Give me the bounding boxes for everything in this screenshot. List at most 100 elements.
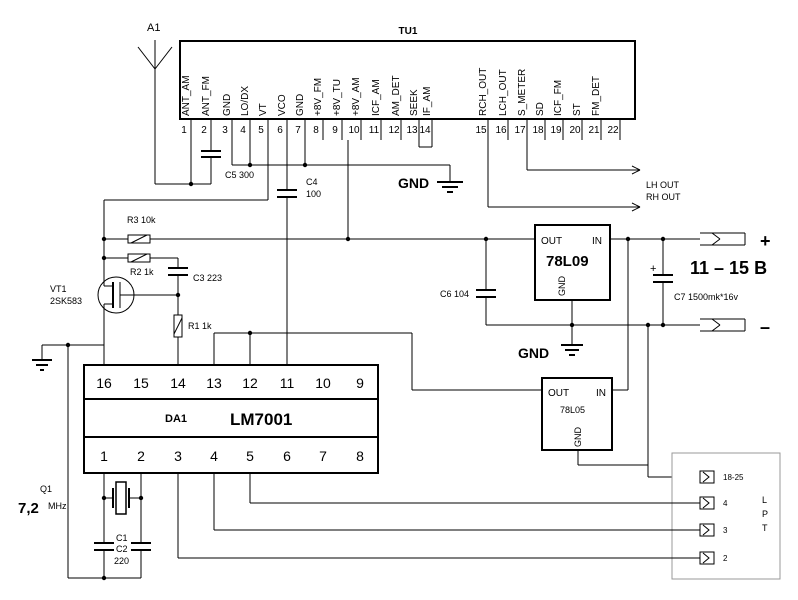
power-input: + C7 1500mk*16v + – 11 – 15 В xyxy=(610,231,771,391)
tuner-pin-2-number: 2 xyxy=(201,125,207,136)
seek-link xyxy=(418,140,433,148)
tuner-pin-5-label: VT xyxy=(258,103,269,116)
lpt-title-t: T xyxy=(762,523,768,533)
tuner-pin-9-label: +8V_TU xyxy=(332,79,343,116)
tuner-pin-19-label: ICF_FM xyxy=(553,80,564,116)
antenna-label: A1 xyxy=(147,22,160,34)
ic-top-pin-15: 15 xyxy=(133,375,149,391)
ic-bottom-pin-5: 5 xyxy=(246,448,254,464)
reg5-out: OUT xyxy=(548,388,569,399)
tuner-pin-7-number: 7 xyxy=(295,125,301,136)
ic-top-pin-11: 11 xyxy=(280,375,295,391)
r1-label: R1 1k xyxy=(188,321,212,331)
tuner-pin-21-number: 21 xyxy=(588,125,600,136)
tuner-pin-5-number: 5 xyxy=(258,125,264,136)
capacitor-c4: C4 100 xyxy=(104,140,321,365)
lpt-pin-0-label: 18-25 xyxy=(723,473,744,482)
reg5-in: IN xyxy=(596,388,606,399)
tuner-pin-17-label: S_METER xyxy=(517,69,528,116)
tuner-pin-14-label: IF_AM xyxy=(422,87,433,116)
reg9-part: 78L09 xyxy=(546,253,589,270)
ic-bottom-pin-2: 2 xyxy=(137,448,145,464)
tuner-pin-13-label: SEEK xyxy=(409,89,420,116)
c4-value: 100 xyxy=(306,189,321,199)
lpt-pin-2-label: 3 xyxy=(723,526,728,535)
lpt-pin-1-contact xyxy=(699,496,715,510)
tuner-module: TU1 1ANT_AM2ANT_FM3GND4LO/DX5VT6VCO7GND8… xyxy=(179,26,636,140)
ic-ref: DA1 xyxy=(165,413,187,425)
tuner-pin-19-number: 19 xyxy=(550,125,562,136)
tuner-pin-6-label: VCO xyxy=(277,94,288,116)
tuner-pin-1-label: ANT_AM xyxy=(181,75,192,116)
tuner-pin-4-label: LO/DX xyxy=(240,86,251,116)
capacitor-c5: C5 300 xyxy=(191,140,254,185)
tuner-pin-12-number: 12 xyxy=(388,125,400,136)
tuner-pin-3-label: GND xyxy=(222,94,233,116)
c4-ref: C4 xyxy=(306,177,318,187)
gnd-left xyxy=(32,342,104,578)
tuner-pin-15-number: 15 xyxy=(475,125,487,136)
c7-polarity: + xyxy=(650,263,656,275)
reg9-gnd: GND xyxy=(557,276,567,297)
tuner-pin-10-number: 10 xyxy=(348,125,360,136)
crystal-q1: Q1 7,2 MHz C1 C2 220 xyxy=(18,473,151,581)
reg5-body xyxy=(541,377,613,451)
lpt-pin-1-label: 4 xyxy=(723,499,728,508)
c1c2-value: 220 xyxy=(114,556,129,566)
tuner-pin-20-label: ST xyxy=(572,103,583,116)
capacitor-c6: C6 104 xyxy=(440,236,663,326)
tuner-pin-15-label: RCH_OUT xyxy=(478,68,489,116)
ic-top-pin-13: 13 xyxy=(206,375,222,391)
tuner-pin-11-number: 11 xyxy=(369,125,380,136)
tuner-body xyxy=(179,40,636,120)
tuner-pin-17-number: 17 xyxy=(514,125,526,136)
tuner-pin-14-number: 14 xyxy=(419,125,431,136)
tuner-pin-18-number: 18 xyxy=(532,125,544,136)
r2-label: R2 1k xyxy=(130,267,154,277)
tuner-pin-1-number: 1 xyxy=(181,125,187,136)
tuner-pin-12-label: AM_DET xyxy=(391,75,402,116)
c7-label: C7 1500mk*16v xyxy=(674,292,739,302)
ic-name: LM7001 xyxy=(230,410,292,429)
ic-top-pin-10: 10 xyxy=(315,375,331,391)
tuner-pin-11-label: ICF_AM xyxy=(371,79,382,116)
tuner-pin-3-number: 3 xyxy=(222,125,228,136)
tuner-pin-2-label: ANT_FM xyxy=(201,76,212,116)
lh-out-label: LH OUT xyxy=(646,180,680,190)
ic-bottom-pin-8: 8 xyxy=(356,448,364,464)
rh-out-label: RH OUT xyxy=(646,192,681,202)
reg5-gnd: GND xyxy=(573,427,583,448)
ic-body xyxy=(83,364,379,474)
reg9-body xyxy=(534,224,611,301)
vt1-ref: VT1 xyxy=(50,284,67,294)
reg9-out: OUT xyxy=(541,236,562,247)
reg-gnd-label: GND xyxy=(518,345,549,361)
tuner-pin-10-label: +8V_AM xyxy=(351,77,362,116)
ic-bottom-pin-1: 1 xyxy=(100,448,108,464)
ic-bottom-pin-3: 3 xyxy=(174,448,182,464)
tuner-pin-4-number: 4 xyxy=(240,125,246,136)
c2-label: C2 xyxy=(116,544,128,554)
tuner-pins: 1ANT_AM2ANT_FM3GND4LO/DX5VT6VCO7GND8+8V_… xyxy=(181,68,621,140)
tuner-pin-21-label: FM_DET xyxy=(591,76,602,116)
c6-label: C6 104 xyxy=(440,289,469,299)
regulator-78l09: OUT IN 78L09 GND GND xyxy=(518,224,611,361)
antenna: A1 xyxy=(137,22,194,187)
reg5-part: 78L05 xyxy=(560,405,585,415)
lpt-title-p: P xyxy=(762,509,768,519)
tuner-pin-16-number: 16 xyxy=(495,125,507,136)
tuner-pin-18-label: SD xyxy=(535,102,546,116)
tuner-pin-7-label: GND xyxy=(295,94,306,116)
lpt-title-l: L xyxy=(762,495,767,505)
tuner-pin-16-label: LCH_OUT xyxy=(498,69,509,116)
lpt-pin-0-contact xyxy=(699,470,715,484)
lpt-pin-3-contact xyxy=(699,551,715,565)
tuner-name: TU1 xyxy=(399,26,418,37)
ic-bottom-pin-6: 6 xyxy=(283,448,291,464)
tuner-pin-22-number: 22 xyxy=(607,125,619,136)
ic-top-pin-9: 9 xyxy=(356,375,364,391)
